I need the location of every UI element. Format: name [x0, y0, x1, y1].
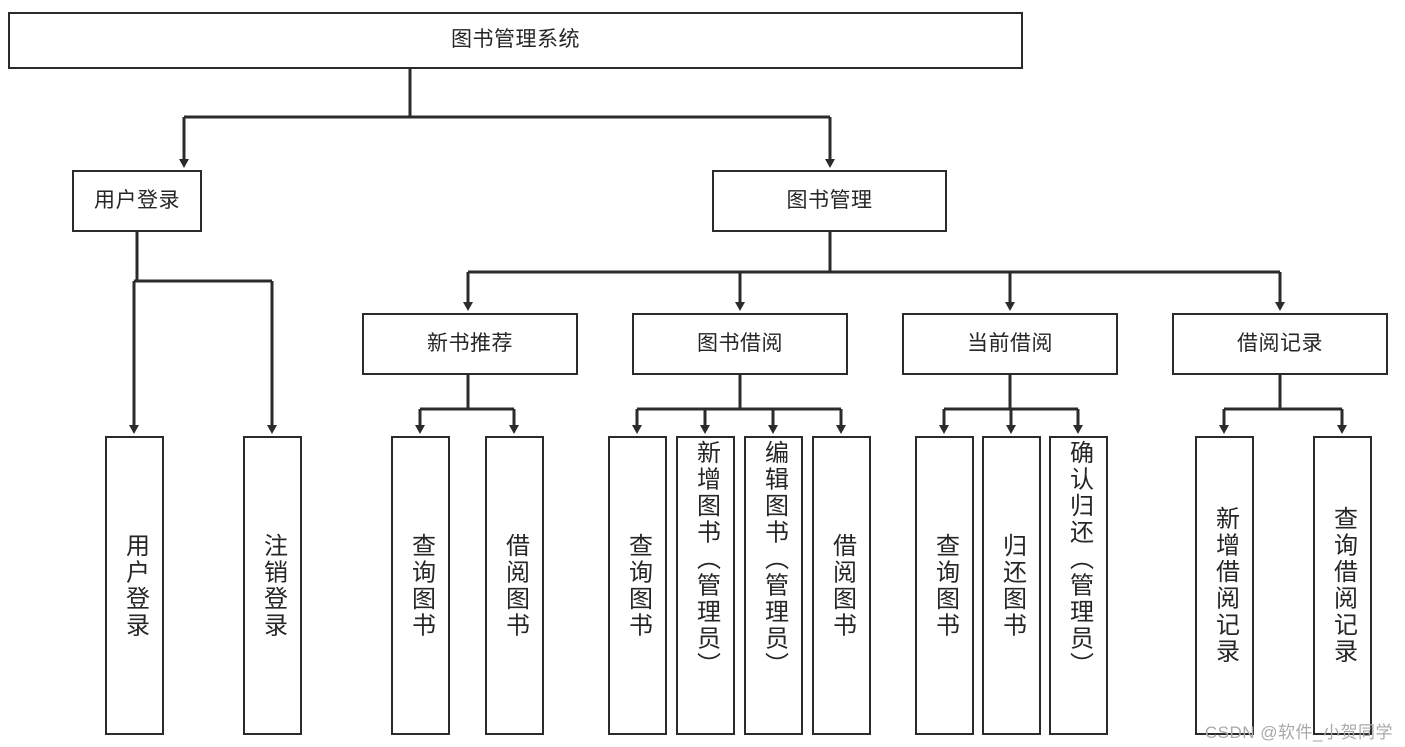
node-label: 图书管理 [786, 188, 873, 212]
node-label: 归还图书 [998, 532, 1026, 639]
node-current-borrow[interactable]: 当前借阅 [902, 313, 1118, 375]
node-label: 查询图书 [931, 532, 959, 639]
node-label: 注销登录 [259, 532, 287, 639]
leaf-user-logout[interactable]: 注销登录 [243, 436, 302, 735]
node-book-management[interactable]: 图书管理 [712, 170, 947, 232]
node-label: 新增借阅记录 [1211, 506, 1239, 665]
node-borrow-record[interactable]: 借阅记录 [1172, 313, 1388, 375]
node-label: 用户登录 [121, 532, 149, 639]
leaf-borrow-book-recommend[interactable]: 借阅图书 [485, 436, 544, 735]
node-root-system[interactable]: 图书管理系统 [8, 12, 1023, 69]
node-label: 查询图书 [624, 532, 652, 639]
leaf-edit-book-admin[interactable]: 编辑图书（管理员） [744, 436, 803, 735]
leaf-add-borrow-record[interactable]: 新增借阅记录 [1195, 436, 1254, 735]
leaf-query-book-borrow[interactable]: 查询图书 [608, 436, 667, 735]
node-label: 新增图书（管理员） [692, 440, 720, 679]
leaf-return-book[interactable]: 归还图书 [982, 436, 1041, 735]
leaf-query-borrow-record[interactable]: 查询借阅记录 [1313, 436, 1372, 735]
leaf-confirm-return-admin[interactable]: 确认归还（管理员） [1049, 436, 1108, 735]
node-label: 确认归还（管理员） [1065, 440, 1093, 679]
node-label: 借阅图书 [828, 532, 856, 639]
node-label: 用户登录 [94, 188, 180, 212]
node-label: 新书推荐 [427, 331, 513, 355]
csdn-watermark: CSDN @软件_小贺同学 [1204, 723, 1393, 742]
leaf-add-book-admin[interactable]: 新增图书（管理员） [676, 436, 735, 735]
leaf-borrow-book[interactable]: 借阅图书 [812, 436, 871, 735]
leaf-user-login[interactable]: 用户登录 [105, 436, 164, 735]
node-label: 编辑图书（管理员） [760, 440, 788, 679]
node-new-book-recommend[interactable]: 新书推荐 [362, 313, 578, 375]
leaf-query-book-recommend[interactable]: 查询图书 [391, 436, 450, 735]
node-label: 查询借阅记录 [1329, 506, 1357, 665]
node-book-borrow[interactable]: 图书借阅 [632, 313, 848, 375]
node-label: 借阅记录 [1237, 331, 1323, 355]
node-label: 图书借阅 [697, 331, 783, 355]
node-label: 图书管理系统 [451, 28, 580, 52]
node-label: 当前借阅 [967, 331, 1053, 355]
leaf-query-book-current[interactable]: 查询图书 [915, 436, 974, 735]
node-label: 借阅图书 [501, 532, 529, 639]
node-user-login[interactable]: 用户登录 [72, 170, 202, 232]
node-label: 查询图书 [407, 532, 435, 639]
